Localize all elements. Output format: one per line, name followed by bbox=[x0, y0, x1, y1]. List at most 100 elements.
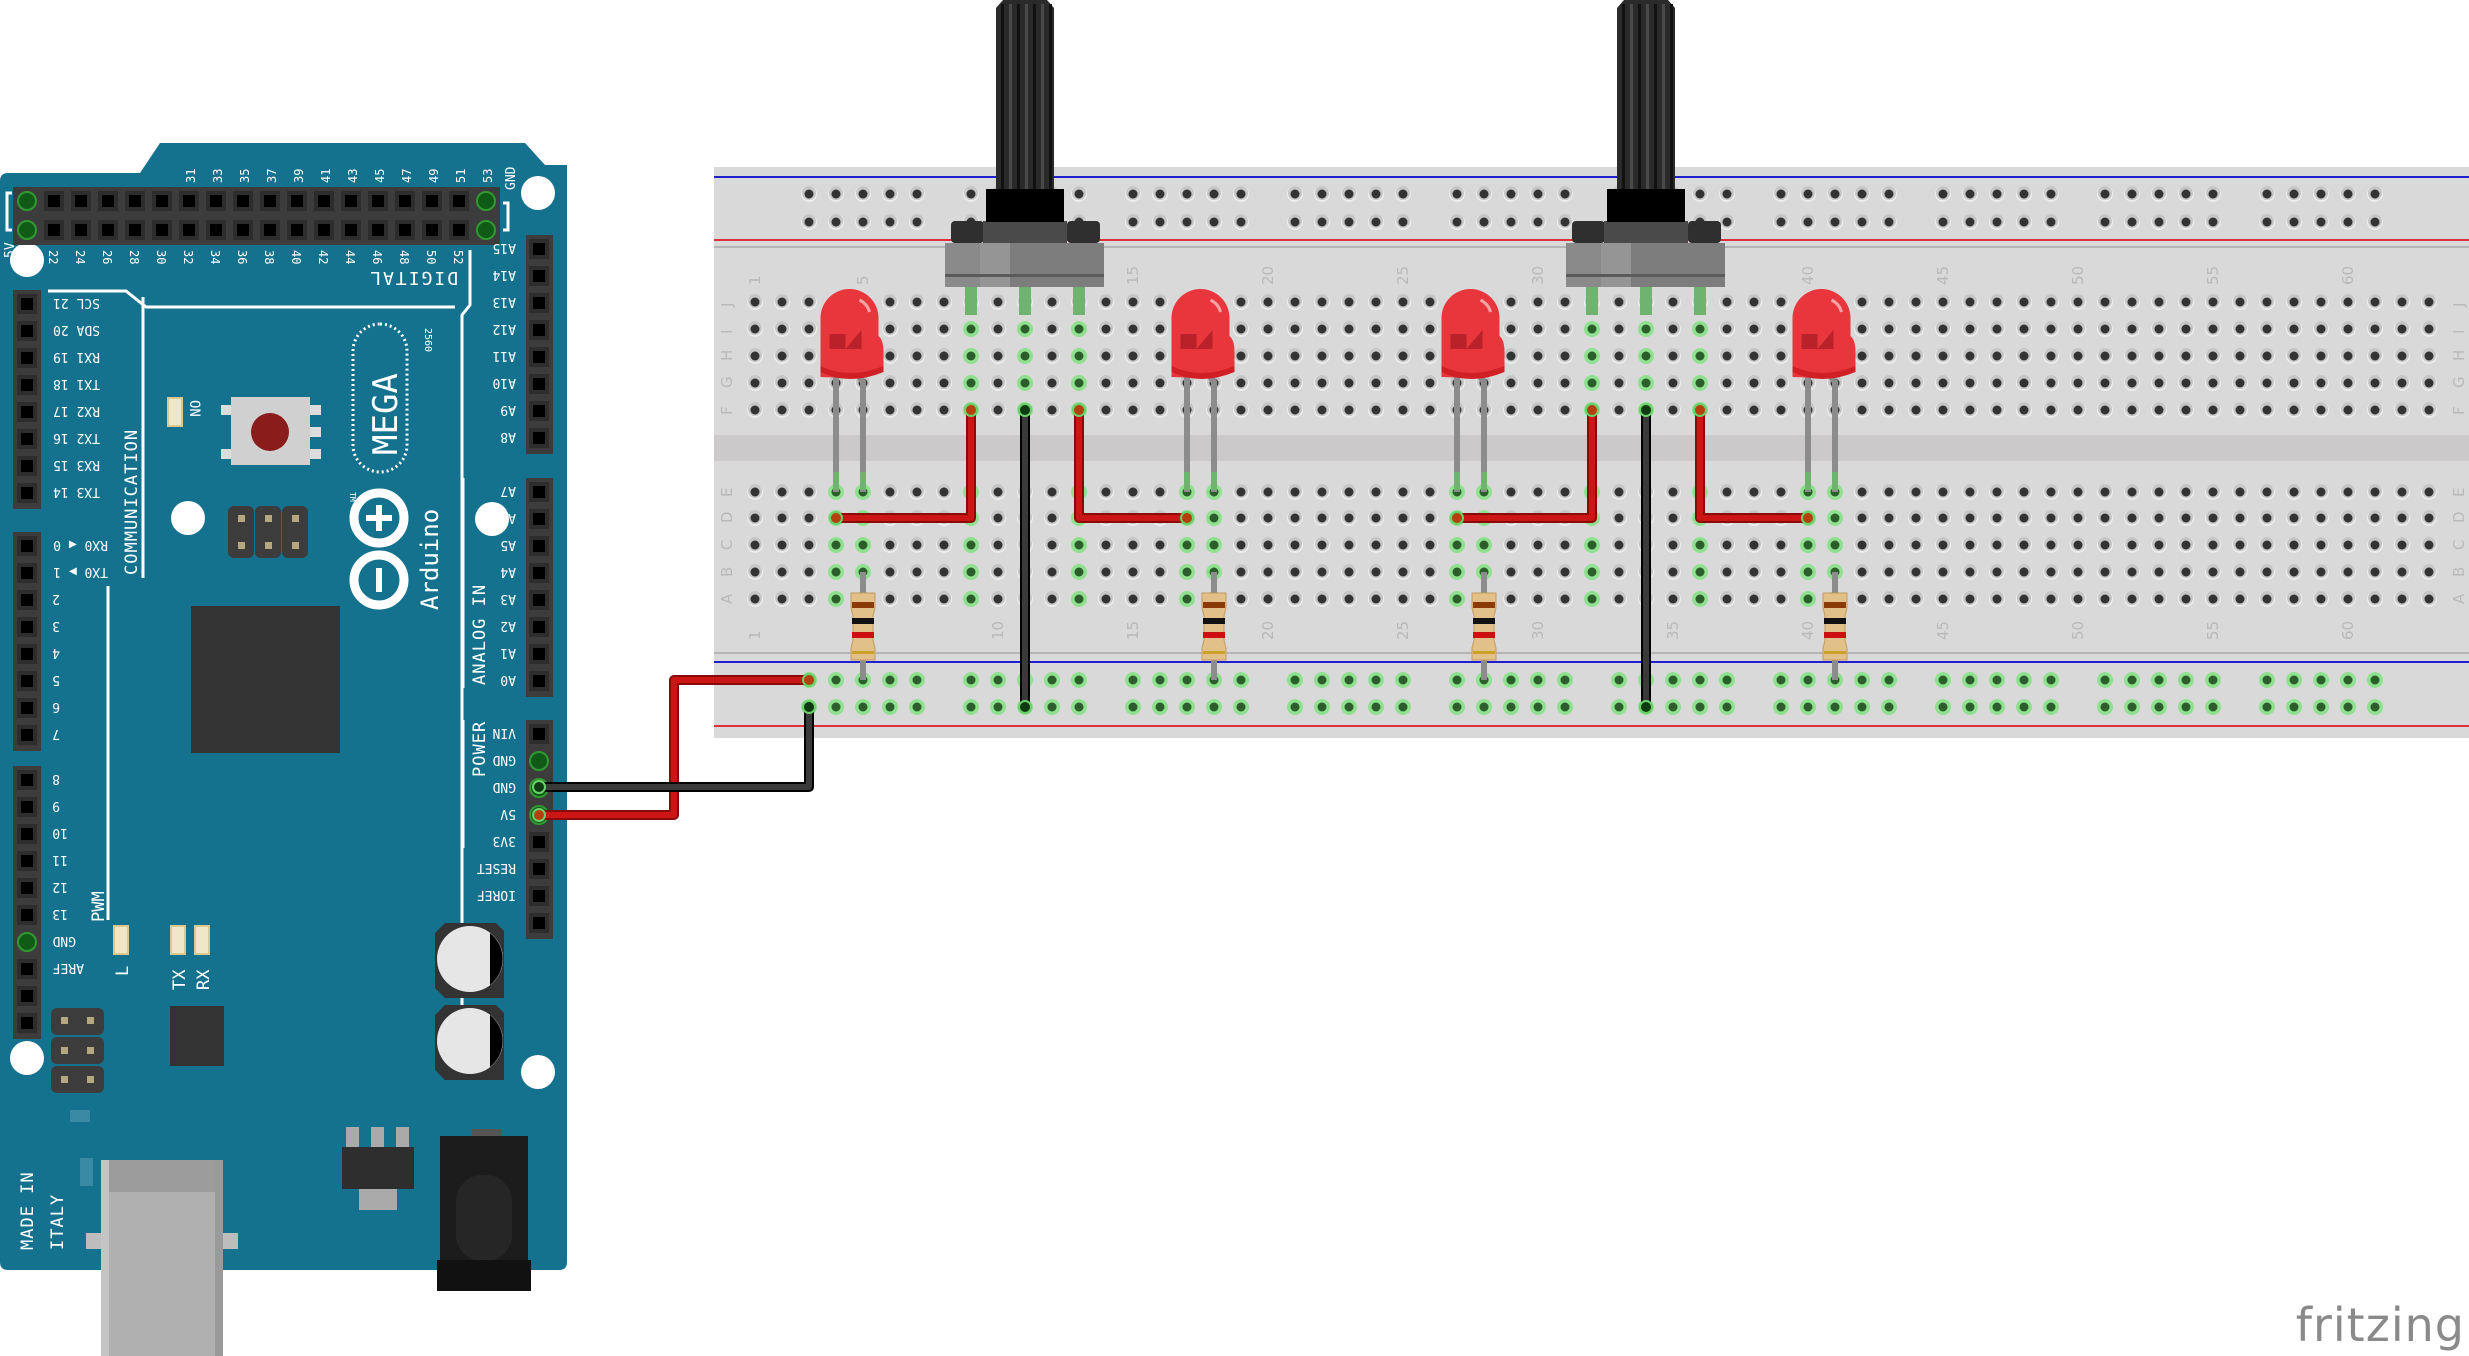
breadboard-hole[interactable] bbox=[774, 402, 790, 418]
breadboard-hole[interactable] bbox=[1044, 510, 1060, 526]
breadboard-hole[interactable] bbox=[1989, 699, 2005, 715]
breadboard-hole[interactable] bbox=[882, 321, 898, 337]
breadboard-hole[interactable] bbox=[2340, 186, 2356, 202]
breadboard-hole[interactable] bbox=[1260, 591, 1276, 607]
breadboard-hole[interactable] bbox=[1881, 402, 1897, 418]
top-header-pin[interactable] bbox=[44, 191, 64, 211]
breadboard-hole[interactable] bbox=[801, 294, 817, 310]
breadboard-hole[interactable] bbox=[2286, 564, 2302, 580]
dc-power-jack[interactable] bbox=[437, 1129, 531, 1291]
breadboard-hole[interactable] bbox=[2286, 294, 2302, 310]
breadboard-hole[interactable] bbox=[1341, 564, 1357, 580]
breadboard-hole[interactable] bbox=[2097, 214, 2113, 230]
breadboard-hole[interactable] bbox=[801, 375, 817, 391]
breadboard-hole[interactable] bbox=[1665, 564, 1681, 580]
breadboard-hole[interactable] bbox=[1935, 348, 1951, 364]
breadboard-hole[interactable] bbox=[1746, 348, 1762, 364]
breadboard-hole[interactable] bbox=[1746, 294, 1762, 310]
breadboard-hole[interactable] bbox=[1800, 672, 1816, 688]
breadboard-hole[interactable] bbox=[1719, 564, 1735, 580]
breadboard-hole[interactable] bbox=[2205, 672, 2221, 688]
breadboard-hole[interactable] bbox=[1449, 591, 1465, 607]
breadboard-hole[interactable] bbox=[963, 699, 979, 715]
breadboard-hole[interactable] bbox=[2313, 375, 2329, 391]
wire-pot1-to-led1[interactable] bbox=[829, 403, 978, 525]
breadboard-hole[interactable] bbox=[1152, 321, 1168, 337]
breadboard-hole[interactable] bbox=[1989, 484, 2005, 500]
breadboard-hole[interactable] bbox=[936, 348, 952, 364]
breadboard-hole[interactable] bbox=[2097, 484, 2113, 500]
breadboard-hole[interactable] bbox=[2016, 510, 2032, 526]
breadboard-hole[interactable] bbox=[1530, 699, 1546, 715]
breadboard-hole[interactable] bbox=[990, 699, 1006, 715]
top-header-pin[interactable] bbox=[260, 220, 280, 240]
breadboard-hole[interactable] bbox=[1287, 591, 1303, 607]
breadboard-hole[interactable] bbox=[1287, 214, 1303, 230]
right-header-pin[interactable] bbox=[529, 509, 549, 529]
breadboard-hole[interactable] bbox=[2097, 510, 2113, 526]
top-header-pin[interactable] bbox=[341, 220, 361, 240]
breadboard-hole[interactable] bbox=[1044, 672, 1060, 688]
breadboard-hole[interactable] bbox=[2340, 591, 2356, 607]
breadboard-hole[interactable] bbox=[1179, 672, 1195, 688]
breadboard-hole[interactable] bbox=[1935, 321, 1951, 337]
breadboard-hole[interactable] bbox=[2313, 591, 2329, 607]
breadboard-hole[interactable] bbox=[1071, 375, 1087, 391]
breadboard-hole[interactable] bbox=[747, 402, 763, 418]
breadboard-hole[interactable] bbox=[1908, 510, 1924, 526]
breadboard-hole[interactable] bbox=[1233, 321, 1249, 337]
left-header-pin[interactable] bbox=[17, 375, 37, 395]
breadboard-hole[interactable] bbox=[2259, 591, 2275, 607]
breadboard-hole[interactable] bbox=[1152, 186, 1168, 202]
breadboard-hole[interactable] bbox=[1854, 484, 1870, 500]
breadboard-holes[interactable] bbox=[747, 186, 2437, 715]
breadboard-hole[interactable] bbox=[2340, 564, 2356, 580]
breadboard-hole[interactable] bbox=[1260, 564, 1276, 580]
breadboard-hole[interactable] bbox=[1314, 402, 1330, 418]
breadboard-hole[interactable] bbox=[1314, 348, 1330, 364]
breadboard-hole[interactable] bbox=[882, 348, 898, 364]
breadboard-hole[interactable] bbox=[2367, 294, 2383, 310]
top-header-pin[interactable] bbox=[206, 191, 226, 211]
breadboard-hole[interactable] bbox=[882, 214, 898, 230]
breadboard-hole[interactable] bbox=[882, 564, 898, 580]
breadboard-hole[interactable] bbox=[1206, 186, 1222, 202]
breadboard-hole[interactable] bbox=[1260, 537, 1276, 553]
breadboard-hole[interactable] bbox=[2043, 375, 2059, 391]
breadboard-hole[interactable] bbox=[1530, 186, 1546, 202]
breadboard-hole[interactable] bbox=[882, 294, 898, 310]
left-header-pin[interactable] bbox=[17, 536, 37, 556]
breadboard-hole[interactable] bbox=[2367, 564, 2383, 580]
breadboard-hole[interactable] bbox=[1719, 186, 1735, 202]
right-header-pin[interactable] bbox=[529, 886, 549, 906]
breadboard-hole[interactable] bbox=[1935, 402, 1951, 418]
breadboard-hole[interactable] bbox=[1530, 591, 1546, 607]
breadboard-hole[interactable] bbox=[1125, 537, 1141, 553]
breadboard-hole[interactable] bbox=[1287, 375, 1303, 391]
top-header-pin[interactable] bbox=[17, 191, 37, 211]
resistor[interactable] bbox=[1471, 572, 1497, 680]
breadboard-hole[interactable] bbox=[2124, 321, 2140, 337]
breadboard-hole[interactable] bbox=[1530, 672, 1546, 688]
breadboard-hole[interactable] bbox=[1557, 348, 1573, 364]
breadboard-hole[interactable] bbox=[1233, 186, 1249, 202]
breadboard-hole[interactable] bbox=[1368, 294, 1384, 310]
breadboard-hole[interactable] bbox=[1773, 672, 1789, 688]
breadboard-hole[interactable] bbox=[828, 537, 844, 553]
breadboard-hole[interactable] bbox=[1557, 294, 1573, 310]
top-header-pin[interactable] bbox=[341, 191, 361, 211]
breadboard-hole[interactable] bbox=[2421, 484, 2437, 500]
breadboard-hole[interactable] bbox=[882, 672, 898, 688]
breadboard-hole[interactable] bbox=[1557, 375, 1573, 391]
breadboard-hole[interactable] bbox=[801, 537, 817, 553]
breadboard-hole[interactable] bbox=[1557, 321, 1573, 337]
breadboard-hole[interactable] bbox=[2016, 294, 2032, 310]
breadboard-hole[interactable] bbox=[1962, 699, 1978, 715]
breadboard-hole[interactable] bbox=[963, 672, 979, 688]
breadboard-hole[interactable] bbox=[2124, 294, 2140, 310]
breadboard-hole[interactable] bbox=[2340, 294, 2356, 310]
resistor[interactable] bbox=[850, 572, 876, 680]
breadboard-hole[interactable] bbox=[2178, 591, 2194, 607]
breadboard-hole[interactable] bbox=[1530, 375, 1546, 391]
